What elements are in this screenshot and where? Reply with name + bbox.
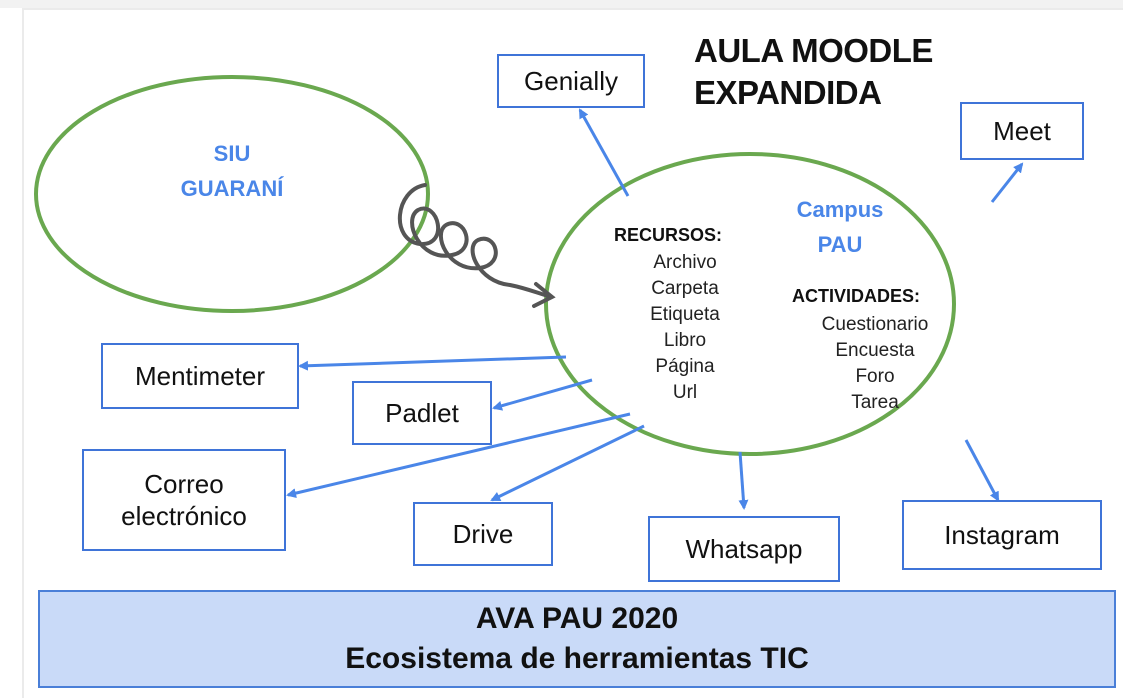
recurso-item: Archivo (653, 252, 717, 273)
squiggle-arrowhead (532, 282, 556, 308)
actividad-item: Foro (855, 366, 895, 387)
actividad-item: Cuestionario (821, 314, 929, 335)
squiggle-arrow (397, 183, 550, 298)
arrow-instagram (964, 439, 1000, 502)
title-line-2: EXPANDIDA (694, 74, 882, 111)
campus-ellipse (544, 152, 956, 456)
actividad-item: Tarea (851, 392, 899, 413)
recurso-item: Página (655, 356, 715, 377)
arrow-correo (286, 412, 631, 499)
instagram-box: Instagram (902, 500, 1102, 570)
siu-label: SIU GUARANÍ (152, 136, 312, 206)
arrow-genially (578, 108, 630, 197)
recurso-item: Url (672, 382, 698, 403)
title-line-1: AULA MOODLE (694, 32, 933, 69)
siu-ellipse (34, 75, 430, 313)
drive-box: Drive (413, 502, 553, 566)
campus-label: Campus PAU (780, 192, 900, 262)
padlet-box: Padlet (352, 381, 492, 445)
actividades-list: Cuestionario Encuesta Foro Tarea (790, 312, 960, 416)
mentimeter-box: Mentimeter (101, 343, 299, 409)
diagram-title: AULA MOODLE EXPANDIDA (694, 30, 994, 114)
campus-line-1: Campus (796, 197, 884, 222)
footer-line-1: AVA PAU 2020 (475, 602, 679, 635)
arrow-mentimeter (298, 355, 567, 371)
arrow-padlet (492, 378, 593, 411)
recurso-item: Etiqueta (650, 304, 720, 325)
top-strip (0, 0, 1123, 8)
arrow-meet (990, 162, 1024, 203)
genially-box: Genially (497, 54, 645, 108)
meet-box: Meet (960, 102, 1084, 160)
recurso-item: Carpeta (651, 278, 719, 299)
siu-line-2: GUARANÍ (180, 176, 284, 201)
recursos-list: Archivo Carpeta Etiqueta Libro Página Ur… (620, 250, 750, 406)
recurso-item: Libro (663, 330, 707, 351)
arrow-whatsapp (738, 451, 749, 510)
actividades-header: ACTIVIDADES: (792, 286, 921, 306)
footer-line-2: Ecosistema de herramientas TIC (345, 642, 809, 675)
footer-banner: AVA PAU 2020 Ecosistema de herramientas … (38, 590, 1116, 688)
whatsapp-box: Whatsapp (648, 516, 840, 582)
recursos-header: RECURSOS: (614, 225, 723, 245)
correo-box: Correo electrónico (82, 449, 286, 551)
diagram-frame (22, 8, 1123, 698)
arrow-drive (490, 424, 645, 502)
actividad-item: Encuesta (835, 340, 915, 361)
siu-line-1: SIU (213, 141, 251, 166)
campus-line-2: PAU (817, 232, 863, 257)
